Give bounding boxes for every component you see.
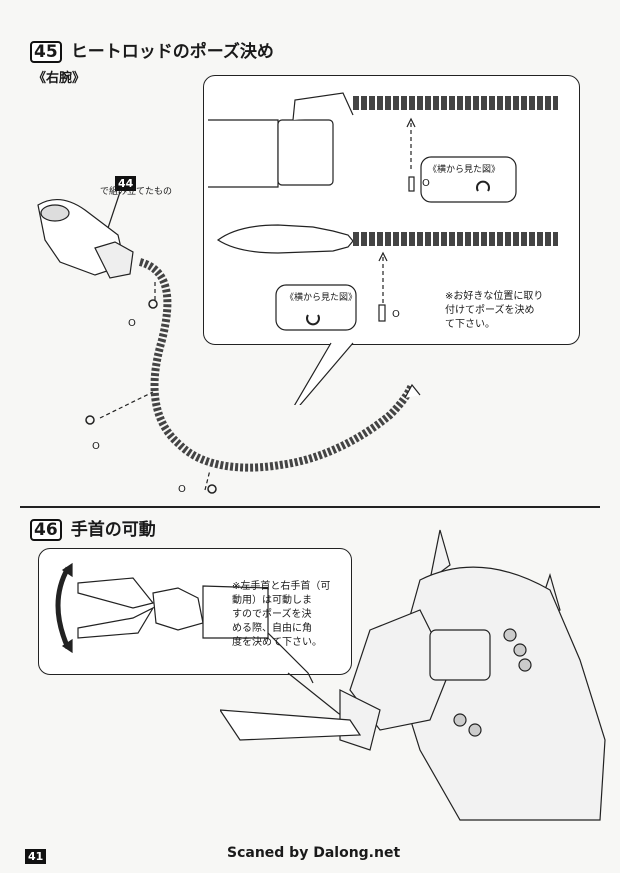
part-o-label-2: O (92, 441, 100, 452)
step46-note: ※左手首と右手首（可 動用）は可動しま すのでポーズを決 める際、自由に角 度を… (232, 580, 330, 650)
note-line: 動用）は可動しま (232, 595, 312, 606)
mobile-suit-illustration (220, 529, 606, 821)
note-line: ※お好きな位置に取り (445, 291, 544, 302)
page-number-badge: 41 (25, 845, 47, 864)
part-o-label-3: O (178, 484, 186, 495)
callout-illustration (208, 92, 558, 405)
section-subtitle: 《右腕》 (33, 71, 86, 86)
note-line: ※左手首と右手首（可 (232, 581, 331, 592)
part-o-label-1: O (128, 318, 136, 329)
step-title: ヒートロッドのポーズ決め (70, 42, 274, 62)
reference-caption: で組み立てたもの (100, 187, 173, 197)
step-number: 46 (30, 519, 62, 541)
step-46-header: 46 手首の可動 (30, 515, 156, 541)
scan-credit: Scaned by Dalong.net (227, 845, 401, 861)
step45-note: ※お好きな位置に取り 付けてポーズを決め て下さい。 (445, 290, 543, 332)
note-line: 度を決めて下さい。 (232, 637, 322, 648)
step-title: 手首の可動 (70, 520, 156, 540)
note-line: すのでポーズを決 (232, 609, 312, 620)
part-o-label-5: O (392, 309, 400, 320)
note-line: める際、自由に角 (232, 623, 312, 634)
wrist-illustration (55, 562, 349, 721)
part-o-label-4: O (422, 178, 430, 189)
step-number: 45 (30, 41, 62, 63)
side-view-label-bottom: 《横から見た図》 (285, 293, 358, 303)
note-line: て下さい。 (445, 319, 495, 330)
reference-step-badge: 44 (115, 172, 137, 191)
page-number: 41 (25, 849, 47, 864)
reference-step-number: 44 (115, 176, 137, 191)
side-view-label-top: 《横から見た図》 (428, 165, 501, 175)
step-45-header: 45 ヒートロッドのポーズ決め (30, 37, 274, 63)
section-divider (20, 506, 600, 508)
note-line: 付けてポーズを決め (445, 305, 535, 316)
